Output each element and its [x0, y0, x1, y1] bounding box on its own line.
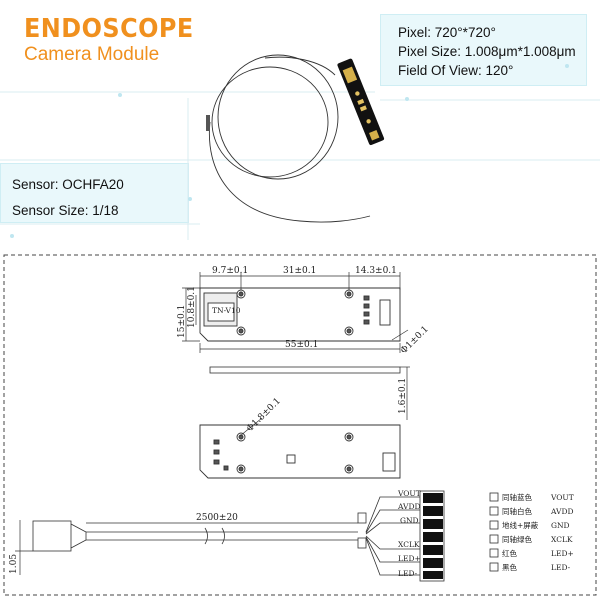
spec-sensor: Sensor: OCHFA20: [12, 177, 124, 192]
wire-label-led-minus: LED-: [398, 569, 418, 578]
legend-color-3: 同轴绿色: [502, 534, 532, 544]
spec-box-right: [380, 14, 587, 86]
wire-label-led-plus: LED+: [398, 554, 421, 563]
spec-sensor-size: Sensor Size: 1/18: [12, 203, 119, 218]
product-subtitle: Camera Module: [24, 44, 160, 65]
dim-height-outer: 15±0.1: [177, 305, 187, 338]
spec-pixel-size: Pixel Size: 1.008μm*1.008μm: [398, 44, 576, 59]
cable-drawing: [32, 490, 445, 582]
legend-color-5: 黑色: [502, 562, 517, 572]
legend-color-4: 红色: [502, 548, 517, 558]
height-dim-lines: [182, 287, 200, 342]
legend-color-1: 同轴白色: [502, 506, 532, 516]
wire-label-avdd: AVDD: [397, 502, 421, 511]
pcb-photo: [337, 58, 385, 146]
legend-signal-2: GND: [551, 521, 570, 530]
connector-pins: [423, 493, 443, 579]
guide-lines: [0, 91, 600, 240]
length-dim-line: [199, 329, 409, 353]
spec-pixel: Pixel: 720°*720°: [398, 25, 496, 40]
wire-label-xclk: XCLK: [398, 540, 420, 549]
legend-signal-4: LED+: [551, 549, 574, 558]
legend-signal-0: VOUT: [550, 493, 574, 502]
dim-top-a: 9.7±0.1: [212, 266, 248, 276]
product-title: ENDOSCOPE: [24, 14, 194, 44]
dim-back-hole: Φ1.8±0.1: [245, 396, 283, 434]
dim-top-b: 31±0.1: [283, 266, 316, 276]
legend-color-2: 地线+屏蔽: [502, 520, 539, 530]
dim-height-inner: 10.8±0.1: [187, 286, 197, 328]
dim-cable-length: 2500±20: [196, 513, 238, 523]
pcb-top-view: [199, 287, 401, 342]
pcb-back-view: [199, 424, 401, 479]
dim-hole: Φ1±0.1: [399, 324, 431, 356]
cable-loop: [208, 54, 371, 223]
wire-legend: 同轴蓝色 同轴白色 地线+屏蔽 同轴绿色 红色 黑色 VOUT AVDD GND…: [489, 492, 574, 572]
wire-label-vout: VOUT: [397, 489, 421, 498]
dim-top-c: 14.3±0.1: [355, 266, 397, 276]
dim-thickness: 1.6±0.1: [398, 378, 408, 414]
dim-length: 55±0.1: [285, 340, 318, 350]
sparkles: [10, 64, 569, 238]
pcb-side-view: [209, 366, 401, 374]
legend-signal-5: LED-: [551, 563, 571, 572]
legend-signal-1: AVDD: [550, 507, 574, 516]
back-hole-leader: [239, 417, 263, 437]
legend-signal-3: XCLK: [551, 535, 573, 544]
thickness-dim-line: [400, 366, 410, 420]
chip-marking: TN-V10: [212, 306, 241, 315]
drawing-border: [3, 254, 597, 596]
cable-ring: [206, 115, 210, 131]
wire-label-gnd: GND: [400, 516, 419, 525]
cable-dim-lines: [15, 520, 358, 575]
dim-cable-dia: 1.05: [9, 554, 19, 574]
spec-fov: Field Of View: 120°: [398, 63, 514, 78]
legend-color-0: 同轴蓝色: [502, 492, 532, 502]
top-dim-lines: [199, 272, 401, 290]
